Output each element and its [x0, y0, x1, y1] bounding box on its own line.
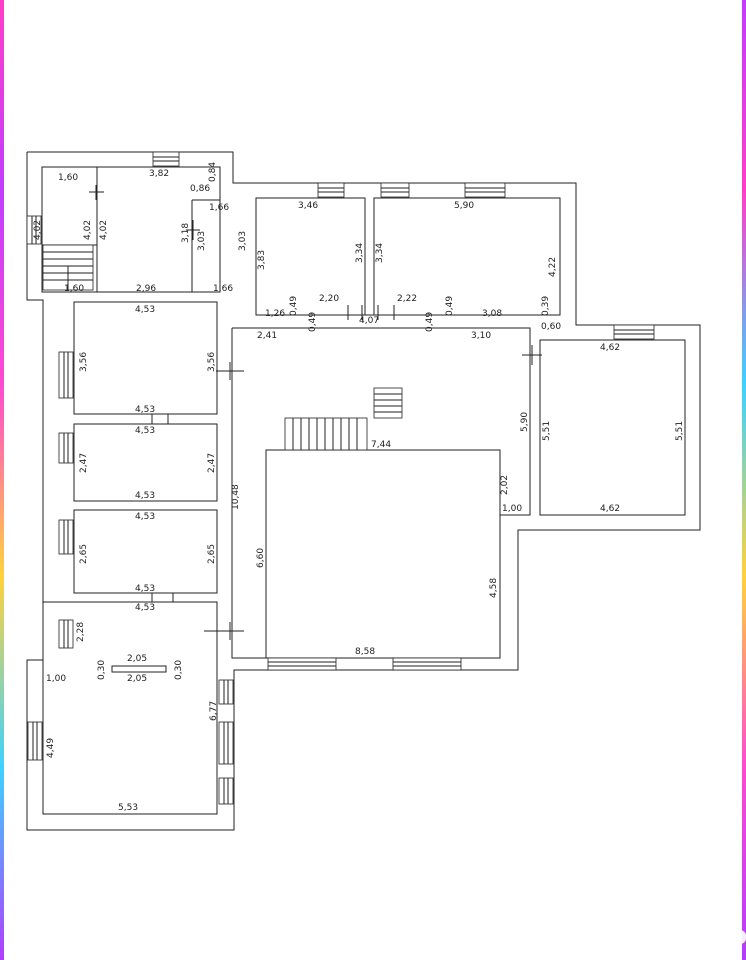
dim-label: 0,84	[208, 162, 218, 182]
windows	[26, 151, 655, 805]
dim-label: 4,02	[33, 220, 43, 240]
room-top-mid-left	[255, 197, 366, 316]
room-left-2	[73, 423, 218, 502]
dim-label: 4,62	[600, 343, 620, 353]
dim-label: 4,07	[359, 316, 379, 326]
central-hall-wall	[231, 327, 531, 659]
dim-label: 1,66	[213, 284, 233, 294]
dim-label: 3,82	[149, 169, 169, 179]
dim-label: 3,83	[257, 250, 267, 270]
dim-label: 1,60	[58, 173, 78, 183]
dim-label: 2,20	[319, 294, 339, 304]
dim-label: 4,02	[99, 220, 109, 240]
dim-label: 4,53	[135, 305, 155, 315]
dim-label: 2,22	[397, 294, 417, 304]
dim-label: 3,03	[238, 231, 248, 251]
dim-label: 0,49	[308, 312, 318, 332]
dim-label: 5,53	[118, 803, 138, 813]
dim-label: 5,51	[542, 421, 552, 441]
dim-label: 2,41	[257, 331, 277, 341]
room-top-left-block	[41, 166, 221, 293]
fixture-rect	[111, 665, 167, 673]
dim-label: 2,02	[500, 475, 510, 495]
dim-label: 5,51	[675, 421, 685, 441]
dim-label: 4,22	[548, 257, 558, 277]
dim-label: 0,30	[97, 660, 107, 680]
dim-label: 4,53	[135, 512, 155, 522]
dim-label: 6,60	[256, 548, 266, 568]
dim-label: 2,96	[136, 284, 156, 294]
dim-label: 2,05	[127, 674, 147, 684]
dim-label: 4,53	[135, 405, 155, 415]
dim-label: 2,47	[207, 453, 217, 473]
dim-label: 2,47	[79, 453, 89, 473]
dim-label: 7,44	[371, 440, 391, 450]
dim-label: 3,34	[355, 243, 365, 263]
stairs-top-left	[42, 244, 94, 291]
dim-label: 0,39	[541, 296, 551, 316]
dim-label: 1,00	[46, 674, 66, 684]
dim-label: 0,86	[190, 184, 210, 194]
room-bottom-left	[42, 601, 218, 815]
outer-wall	[26, 151, 701, 831]
right-color-edge	[742, 0, 746, 960]
dim-label: 4,53	[135, 426, 155, 436]
dim-label: 0,49	[289, 296, 299, 316]
room-top-mid-right	[373, 197, 561, 316]
room-left-1	[73, 301, 218, 415]
dim-label: 1,60	[64, 284, 84, 294]
dim-label: 0,49	[445, 296, 455, 316]
dim-label: 5,90	[454, 201, 474, 211]
dim-label: 4,53	[135, 603, 155, 613]
avito-watermark: Avito	[646, 920, 746, 951]
dim-label: 0,49	[425, 312, 435, 332]
dim-label: 10,48	[231, 484, 241, 510]
dim-label: 1,00	[502, 504, 522, 514]
dim-label: 3,18	[181, 223, 191, 243]
dim-label: 3,56	[207, 352, 217, 372]
dim-label: 3,03	[197, 231, 207, 251]
dim-label: 2,65	[207, 544, 217, 564]
dim-label: 8,58	[355, 647, 375, 657]
dim-label: 1,26	[265, 309, 285, 319]
dim-label: 4,62	[600, 504, 620, 514]
dim-label: 2,65	[79, 544, 89, 564]
room-central	[265, 449, 501, 659]
dim-label: 3,10	[471, 331, 491, 341]
left-color-edge	[0, 0, 4, 960]
door-marks	[89, 185, 542, 640]
dim-label: 4,58	[489, 578, 499, 598]
dim-label: 1,66	[209, 203, 229, 213]
dim-label: 0,30	[174, 660, 184, 680]
room-right	[539, 339, 686, 516]
room-left-3	[73, 509, 218, 594]
dim-label: 4,53	[135, 584, 155, 594]
dim-label: 6,77	[209, 701, 219, 721]
dim-label: 0,60	[541, 322, 561, 332]
dim-label: 2,28	[76, 622, 86, 642]
stairs-center	[284, 387, 403, 451]
dim-label: 4,53	[135, 491, 155, 501]
dim-label: 4,02	[83, 220, 93, 240]
dim-label: 5,90	[520, 412, 530, 432]
dim-label: 3,08	[482, 309, 502, 319]
dimension-labels: 1,60 3,82 0,86 0,84 1,66 4,02 4,02 4,02 …	[33, 162, 685, 813]
dim-label: 4,49	[46, 738, 56, 758]
dim-label: 3,34	[375, 243, 385, 263]
watermark-text: Avito	[672, 921, 746, 951]
dim-label: 2,05	[127, 654, 147, 664]
dim-label: 3,56	[79, 352, 89, 372]
dim-label: 3,46	[298, 201, 318, 211]
